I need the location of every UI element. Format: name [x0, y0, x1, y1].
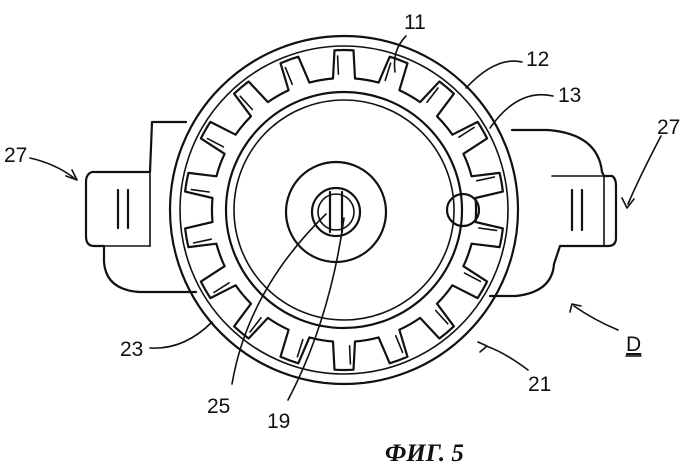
gear-tooth-detail — [479, 228, 497, 230]
left-bracket-slots — [118, 190, 128, 228]
label-23: 23 — [120, 338, 143, 361]
gear-tooth-detail — [194, 239, 212, 243]
gear-tooth-detail — [191, 190, 209, 192]
leader-27-left — [30, 158, 74, 178]
gear-tooth-detail — [477, 177, 495, 181]
label-27-left: 27 — [4, 144, 27, 167]
central-hub — [286, 162, 386, 262]
figure-caption: ФИГ. 5 — [385, 440, 464, 467]
leader-D — [574, 306, 618, 330]
right-bracket-slots — [572, 190, 582, 230]
leader-11 — [394, 36, 406, 72]
arrow-21 — [478, 342, 487, 352]
leader-27-right — [628, 136, 661, 204]
leader-21 — [486, 346, 528, 370]
gear-tooth-detail — [350, 346, 351, 364]
gear-tooth-detail — [338, 56, 339, 74]
label-12: 12 — [526, 48, 549, 71]
arrow-27-left — [66, 170, 77, 180]
inner-plate — [226, 92, 462, 328]
label-13: 13 — [558, 84, 581, 107]
label-21: 21 — [528, 373, 551, 396]
gear-tooth-detail — [208, 139, 224, 147]
leader-13 — [490, 95, 553, 128]
gear-tooth-detail — [465, 273, 481, 281]
label-27-right: 27 — [657, 116, 680, 139]
label-19: 19 — [267, 410, 290, 433]
gear-teeth-outline — [185, 50, 503, 370]
gear-tooth-detail — [214, 283, 229, 293]
label-11: 11 — [404, 11, 426, 34]
gear-wheel — [185, 50, 503, 370]
leader-12 — [466, 61, 522, 88]
leader-23 — [150, 322, 212, 348]
label-25: 25 — [207, 395, 230, 418]
gear-tooth-detail — [459, 128, 474, 138]
label-D: D — [626, 333, 641, 356]
